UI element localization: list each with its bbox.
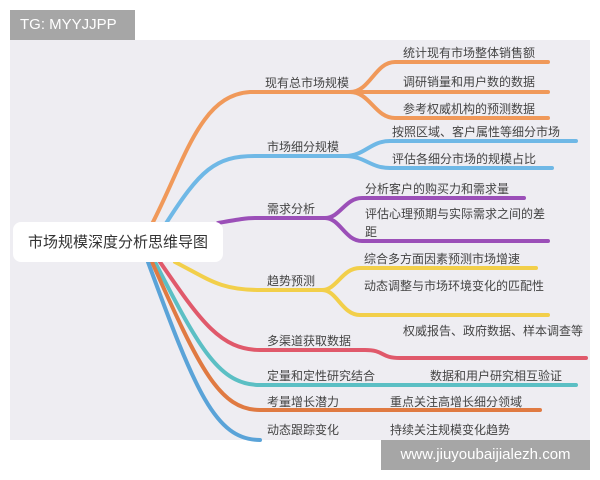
branch-2-connector [163,139,578,227]
leaf-node[interactable]: 重点关注高增长细分领域 [390,395,523,409]
leaf-node[interactable]: 权威报告、政府数据、样本调查等 [403,324,584,338]
leaf-node[interactable]: 分析客户的购买力和需求量 [365,182,510,196]
leaf-node[interactable]: 数据和用户研究相互验证 [430,369,563,383]
watermark-bottom-badge: www.jiuyoubaijialezh.com [381,440,590,470]
branch-7-connector [150,260,542,412]
branch-5-connector [158,260,588,360]
leaf-node[interactable]: 调研销量和用户数的数据 [403,75,536,89]
watermark-top-badge: TG: MYYJJPP [10,10,135,40]
branch-4-connector [173,260,550,317]
branch-8-connector [146,260,262,442]
branch-node-dynamic-tracking[interactable]: 动态跟踪变化 [267,423,340,437]
leaf-node[interactable]: 评估各细分市场的规模占比 [392,152,537,166]
mindmap-root-node[interactable]: 市场规模深度分析思维导图 [13,222,223,262]
branch-node-demand-analysis[interactable]: 需求分析 [267,202,316,216]
branch-3-connector [216,196,550,243]
leaf-node[interactable]: 动态调整与市场环境变化的匹配性 [364,279,545,293]
branch-node-multichannel-data[interactable]: 多渠道获取数据 [267,334,352,348]
branch-node-growth-potential[interactable]: 考量增长潜力 [267,395,340,409]
leaf-node[interactable]: 持续关注规模变化趋势 [390,423,511,437]
branch-node-quant-qual[interactable]: 定量和定性研究结合 [267,369,376,383]
leaf-node[interactable]: 综合多方面因素预测市场增速 [364,252,521,266]
leaf-node[interactable]: 评估心理预期与实际需求之间的差距 [365,207,546,239]
branch-node-segment-market[interactable]: 市场细分规模 [267,140,340,154]
leaf-node[interactable]: 统计现有市场整体销售额 [403,46,536,60]
branch-node-total-market[interactable]: 现有总市场规模 [265,76,350,90]
branch-6-connector [153,260,578,387]
branch-1-connector [150,60,550,226]
branch-node-trend-forecast[interactable]: 趋势预测 [267,274,316,288]
leaf-node[interactable]: 按照区域、客户属性等细分市场 [392,125,561,139]
leaf-node[interactable]: 参考权威机构的预测数据 [403,102,536,116]
